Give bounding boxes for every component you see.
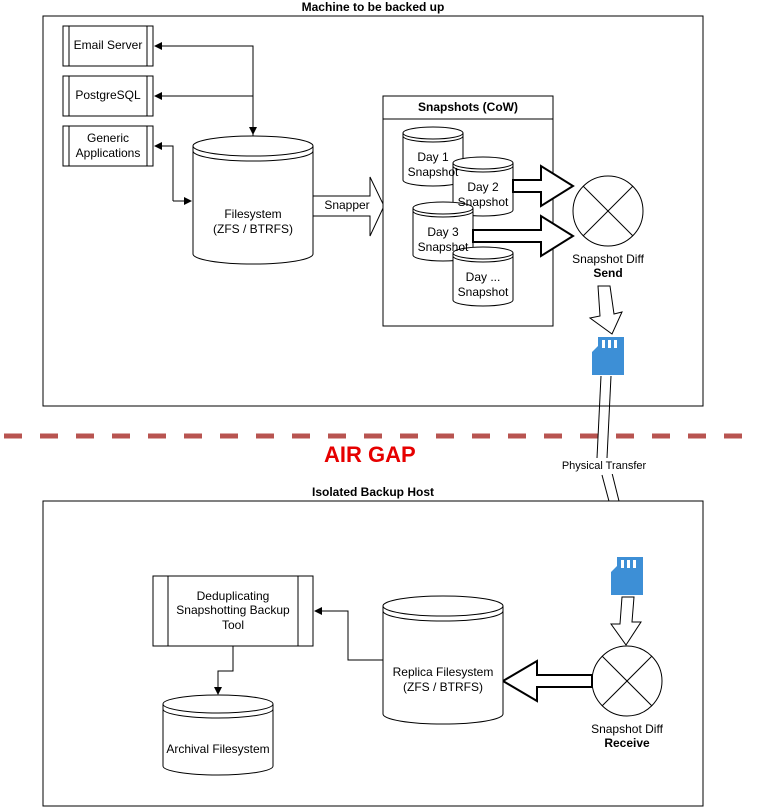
sd-card-icon bbox=[611, 557, 643, 595]
machine-title: Machine to be backed up bbox=[301, 0, 445, 14]
replica-label-line2: (ZFS / BTRFS) bbox=[403, 680, 483, 694]
snapper-label: Snapper bbox=[324, 198, 370, 212]
archival-label: Archival Filesystem bbox=[166, 742, 270, 756]
send-label-line1: Snapshot Diff bbox=[572, 252, 644, 266]
generic-apps-label: Generic Applications bbox=[75, 131, 141, 160]
dayn-line1: Day ... bbox=[465, 270, 501, 284]
replica-cylinder[interactable] bbox=[382, 595, 504, 725]
send-label-line2: Send bbox=[593, 266, 623, 280]
backup-host-container bbox=[42, 500, 704, 807]
day2-to-send-arrow bbox=[512, 164, 575, 208]
snapshot-day1[interactable] bbox=[402, 126, 464, 187]
snapshot-day3[interactable] bbox=[412, 201, 474, 262]
dayn-line2: Snapshot bbox=[457, 285, 509, 299]
replica-label-line1: Replica Filesystem bbox=[392, 665, 494, 679]
send-circle-icon[interactable] bbox=[572, 175, 644, 247]
app-box-postgresql[interactable] bbox=[62, 75, 154, 117]
receive-label-line1: Snapshot Diff bbox=[591, 722, 663, 736]
snapper-arrow bbox=[312, 176, 385, 237]
email-server-label: Email Server bbox=[73, 38, 143, 52]
sd-card-icon bbox=[592, 337, 624, 375]
receive-to-replica-arrow bbox=[501, 659, 593, 703]
day1-line2: Snapshot bbox=[407, 165, 459, 179]
air-gap-label: AIR GAP bbox=[324, 442, 416, 467]
filesystem-label-line2: (ZFS / BTRFS) bbox=[213, 222, 293, 236]
app-box-generic[interactable] bbox=[62, 125, 154, 167]
physical-transfer-label: Physical Transfer bbox=[558, 459, 650, 474]
archival-cylinder[interactable] bbox=[162, 694, 274, 776]
sd-to-receive-arrow bbox=[610, 596, 642, 646]
backup-host-title: Isolated Backup Host bbox=[311, 485, 435, 499]
app-connectors bbox=[154, 42, 257, 205]
snapshots-title: Snapshots (CoW) bbox=[418, 100, 518, 114]
day1-line1: Day 1 bbox=[417, 150, 449, 164]
snapshot-day2[interactable] bbox=[452, 156, 514, 217]
receive-circle-icon[interactable] bbox=[591, 645, 663, 717]
dedup-label-line2: Snapshotting Backup bbox=[176, 603, 290, 617]
dedup-label-line1: Deduplicating bbox=[196, 589, 270, 603]
app-box-email[interactable] bbox=[62, 25, 154, 67]
day2-line2: Snapshot bbox=[457, 195, 509, 209]
day3-line2: Snapshot bbox=[417, 240, 469, 254]
dedup-tool-box[interactable] bbox=[152, 575, 314, 647]
snapshot-dayn[interactable] bbox=[452, 246, 514, 307]
day3-to-send-arrow bbox=[472, 214, 575, 258]
day3-line1: Day 3 bbox=[427, 225, 459, 239]
replica-to-dedup-connector bbox=[314, 607, 383, 661]
dedup-label-line3: Tool bbox=[221, 618, 244, 632]
receive-label-line2: Receive bbox=[604, 736, 650, 750]
dedup-to-archival-connector bbox=[214, 646, 234, 695]
send-to-sd-arrow bbox=[588, 285, 623, 335]
day2-line1: Day 2 bbox=[467, 180, 499, 194]
filesystem-label-line1: Filesystem bbox=[224, 207, 282, 221]
postgresql-label: PostgreSQL bbox=[75, 88, 141, 102]
filesystem-cylinder[interactable] bbox=[192, 135, 314, 265]
